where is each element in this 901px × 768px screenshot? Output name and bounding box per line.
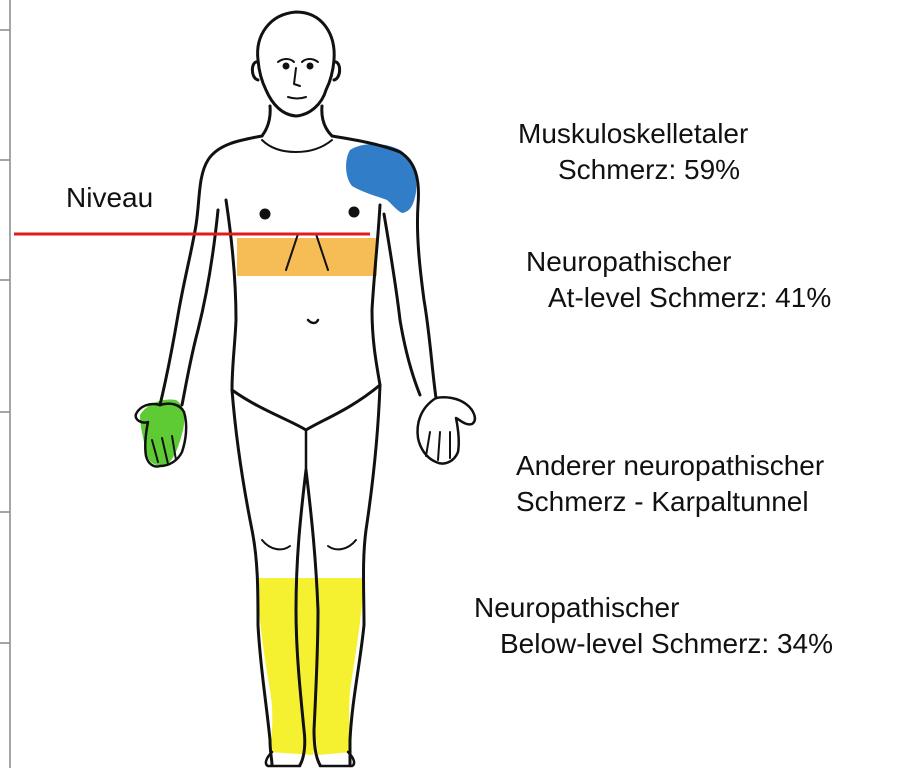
musculoskeletal-label-line2: Schmerz: 59% (518, 152, 748, 188)
trunk-pain-band (237, 238, 377, 276)
musculoskeletal-label-line1: Muskuloskelletaler (518, 116, 748, 152)
left-edge-frame (0, 0, 10, 768)
shoulder-pain-area (346, 144, 416, 213)
below-level-label: Neuropathischer Below-level Schmerz: 34% (474, 590, 833, 662)
legs-pain-area (258, 578, 364, 755)
below-level-label-line1: Neuropathischer (474, 590, 833, 626)
carpal-tunnel-label: Anderer neuropathischer Schmerz - Karpal… (516, 448, 824, 520)
at-level-label-line2: At-level Schmerz: 41% (526, 280, 831, 316)
level-label: Niveau (66, 180, 153, 216)
below-level-label-line2: Below-level Schmerz: 34% (474, 626, 833, 662)
at-level-label-line1: Neuropathischer (526, 244, 831, 280)
carpal-tunnel-label-line1: Anderer neuropathischer (516, 448, 824, 484)
musculoskeletal-label: Muskuloskelletaler Schmerz: 59% (518, 116, 748, 188)
at-level-label: Neuropathischer At-level Schmerz: 41% (526, 244, 831, 316)
level-label-text: Niveau (66, 180, 153, 216)
carpal-tunnel-label-line2: Schmerz - Karpaltunnel (516, 484, 824, 520)
